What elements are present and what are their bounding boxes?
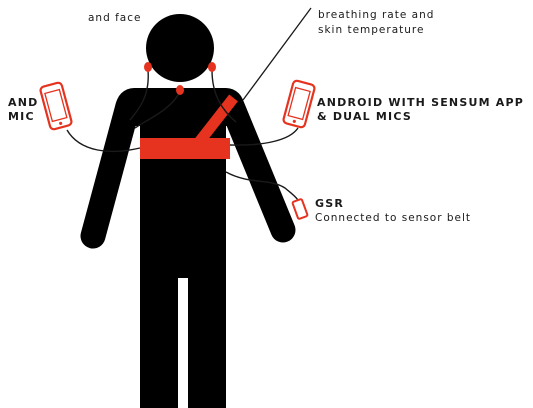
left-arm (93, 106, 128, 236)
android-label-line2: & DUAL MICS (317, 110, 412, 123)
left-leg (140, 262, 178, 408)
gsr-label-desc: Connected to sensor belt (315, 211, 471, 225)
left-device-label-line2: MIC (8, 110, 35, 123)
face-label: and face (88, 11, 141, 25)
gsr-sensor-icon (292, 199, 308, 219)
gsr-label-title: GSR (315, 197, 344, 210)
breathing-label-line1: breathing rate and (318, 8, 434, 22)
head (146, 14, 214, 82)
breathing-label-line2: skin temperature (318, 23, 424, 37)
torso-lower (140, 108, 226, 278)
right-leg (188, 262, 226, 408)
left-phone-icon (40, 82, 73, 130)
right-arm (232, 106, 283, 230)
android-label-line1: ANDROID WITH SENSUM APP (317, 96, 524, 109)
right-ear-mic (208, 62, 216, 72)
right-phone-icon (283, 80, 316, 128)
center-mic (176, 85, 184, 95)
left-ear-mic (144, 62, 152, 72)
left-device-label-line1: AND (8, 96, 38, 109)
chest-strap (140, 138, 230, 159)
human-figure (93, 14, 283, 408)
